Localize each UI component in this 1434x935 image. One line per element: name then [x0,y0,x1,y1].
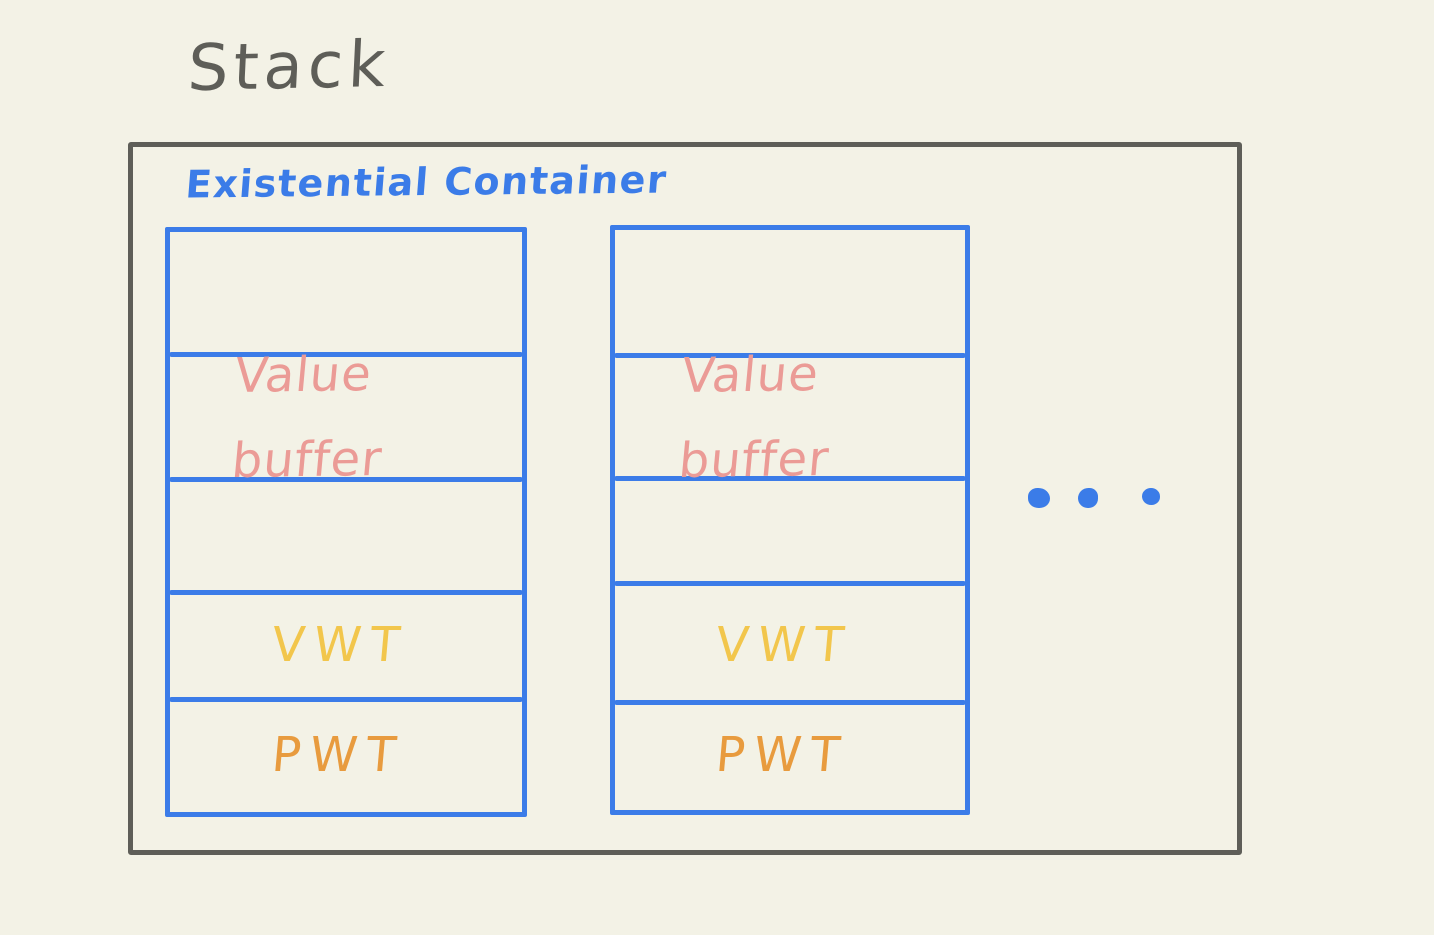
ellipsis-dot-3 [1142,488,1160,505]
ellipsis-dots-icon [1020,480,1180,520]
box1-divider-1 [169,352,523,357]
box1-divider-3 [169,590,523,595]
ellipsis-dot-2 [1078,488,1098,508]
box2-divider-1 [614,353,966,358]
box1-divider-2 [169,477,523,482]
ellipsis-dot-1 [1028,488,1050,508]
existential-container-box-1 [165,227,527,817]
box2-divider-2 [614,476,966,481]
box2-divider-3 [614,581,966,586]
stack-frame [128,142,1242,855]
page-title: Stack [186,27,393,107]
box1-divider-4 [169,697,523,702]
box2-divider-4 [614,700,966,705]
existential-container-box-2 [610,225,970,815]
existential-container-label: Existential Container [184,157,670,207]
